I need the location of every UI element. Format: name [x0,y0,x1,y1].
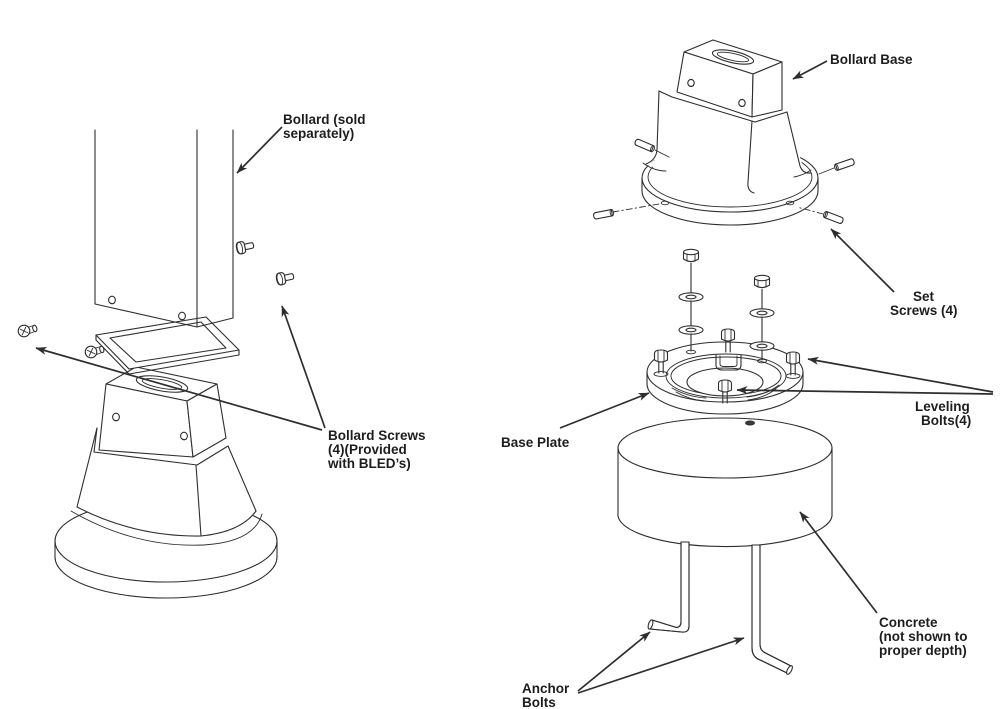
leveling-bolt-3 [785,351,801,376]
left-diagram [17,129,295,599]
gasket-frame [95,316,240,375]
base-taper [642,90,812,196]
bollard-screw-3 [235,241,255,255]
arrow-base-plate [559,392,650,429]
leveling-bolt-2 [720,328,736,353]
label-concrete: (not shown to [879,629,967,644]
bollard-screw-4 [275,272,295,286]
set-screw-1 [634,138,670,158]
washer [678,325,704,335]
base-cap-block [98,366,227,458]
washer [678,292,704,302]
arrow-anchor-bolt-left [577,631,651,692]
right-diagram [593,39,855,675]
arrow-anchor-bolt-right [577,637,745,694]
label-leveling-bolts: Leveling [915,399,970,414]
label-anchor-bolts: Anchor [522,681,570,696]
label-concrete: proper depth) [879,643,967,658]
labels: Bollard (sold separately) Bollard Screws… [283,52,971,709]
washer [749,341,775,351]
arrow-concrete [799,511,878,614]
label-bollard-screws: Bollard Screws [328,428,426,443]
label-bollard-base: Bollard Base [830,52,913,67]
stud-right [749,274,775,361]
anchor-bolt-right [751,544,793,675]
label-set-screws: Set [913,289,935,304]
base-plate [646,341,804,415]
set-screw-2 [818,158,855,175]
label-anchor-bolts: Bolts [522,695,556,709]
washer [749,308,775,318]
label-bollard: Bollard (sold [283,112,366,127]
arrow-bollard [236,126,283,174]
arrow-bollard-screws-left [35,347,323,431]
leveling-bolt-1 [653,349,669,374]
set-screw-3 [593,203,660,220]
bollard-screw-2 [84,345,105,359]
bollard-screw-1 [17,324,38,338]
arrow-set-screws [830,228,895,293]
arrow-bollard-screws-right [281,305,326,429]
leveling-bolt-4 [717,379,733,404]
label-set-screws: Screws (4) [890,303,958,318]
arrow-leveling-bolt-1 [807,356,994,393]
callout-arrows [35,60,994,694]
label-leveling-bolts: Bolts(4) [921,413,971,428]
stud-left [678,248,704,352]
label-bollard: separately) [283,126,354,141]
label-bollard-screws: with BLED’s) [327,456,411,471]
arrow-leveling-bolt-2 [736,386,994,395]
anchor-bolt-left [647,541,690,633]
hex-nut [753,274,771,289]
base-cap-block [676,39,783,118]
label-bollard-screws: (4)(Provided [328,442,407,457]
base-taper [70,427,263,546]
label-base-plate: Base Plate [501,435,570,450]
concrete-footing [617,417,833,548]
label-concrete: Concrete [879,615,938,630]
arrow-bollard-base [792,60,828,80]
set-screw-4 [796,206,844,224]
hex-nut [682,248,700,263]
bollard-post [94,129,234,328]
bollard-base-assembly [641,39,819,226]
